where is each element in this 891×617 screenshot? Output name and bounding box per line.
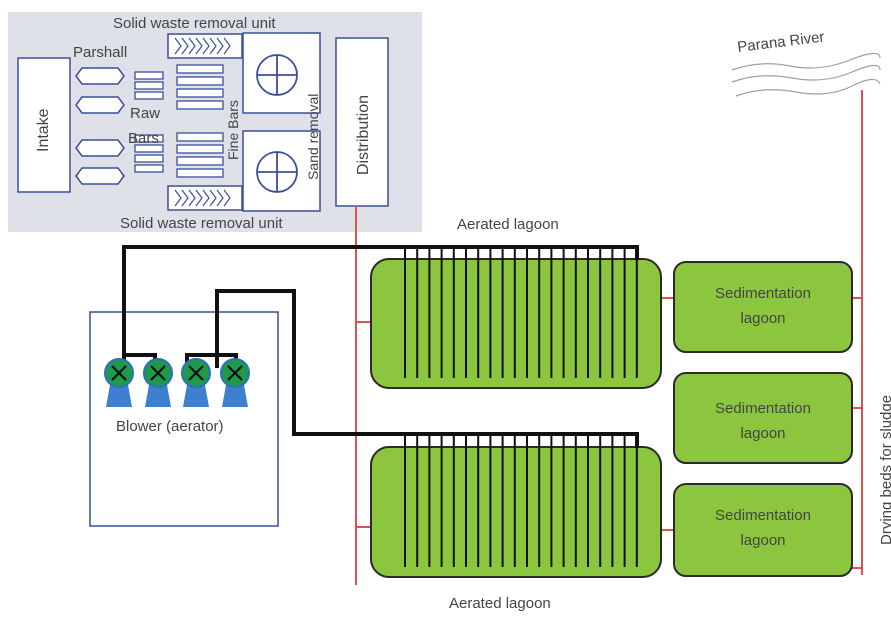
sedimentation-lagoon-1: Sedimentation lagoon (673, 261, 853, 353)
drying-beds-label: Drying beds for sludge (878, 395, 891, 545)
sand-removal-units (242, 32, 321, 212)
blower-1 (104, 358, 134, 407)
sedimentation-3-label-line2: lagoon (740, 532, 785, 549)
blower-enclosure (89, 311, 279, 527)
intake-label: Intake (35, 108, 52, 152)
fine-bars-label: Fine Bars (225, 100, 241, 160)
solid-waste-unit-bottom (167, 185, 243, 211)
aeration-pipes-bottom (404, 434, 638, 567)
parshall-flume-1 (75, 67, 125, 85)
distribution-box (335, 37, 389, 207)
air-header-bottom (215, 289, 639, 448)
sand-removal-rotor-icon (256, 54, 298, 193)
sedimentation-1-label-line1: Sedimentation (715, 285, 811, 302)
parshall-flume-2 (75, 96, 125, 114)
raw-bars (134, 71, 164, 173)
blower-2 (143, 358, 173, 407)
parana-river-label: Parana River (736, 28, 825, 56)
blower-4 (220, 358, 250, 407)
sedimentation-2-label-line1: Sedimentation (715, 400, 811, 417)
sand-removal-label: Sand removal (305, 94, 321, 180)
aerated-lagoon-top-label: Aerated lagoon (457, 216, 559, 233)
solid-waste-unit-top-label: Solid waste removal unit (113, 15, 276, 32)
raw-bars-label-line2: Bars (128, 130, 159, 147)
river-waves-icon (731, 52, 881, 97)
sedimentation-3-label-line1: Sedimentation (715, 507, 811, 524)
parshall-flumes (75, 67, 125, 185)
distribution-label: Distribution (355, 95, 372, 175)
aerated-lagoon-bottom (370, 446, 662, 578)
wastewater-pipes (355, 90, 863, 585)
sand-removal-chamber-bottom (242, 130, 321, 212)
aerated-lagoon-bottom-label: Aerated lagoon (449, 595, 551, 612)
intake-box (17, 57, 71, 193)
blower-label: Blower (aerator) (116, 418, 224, 435)
sedimentation-2-label-line2: lagoon (740, 425, 785, 442)
aeration-pipes-top (404, 247, 638, 378)
solid-waste-unit-top (167, 33, 243, 59)
sedimentation-lagoon-2: Sedimentation lagoon (673, 372, 853, 464)
parshall-flume-3 (75, 139, 125, 157)
air-header-top (122, 245, 639, 368)
parshall-label: Parshall (73, 44, 127, 61)
parshall-flume-4 (75, 167, 125, 185)
sedimentation-lagoon-3: Sedimentation lagoon (673, 483, 853, 577)
aerated-lagoon-top (370, 258, 662, 389)
blower-3 (181, 358, 211, 407)
raw-bars-label-line1: Raw (130, 105, 160, 122)
fine-bars (176, 64, 224, 178)
sedimentation-1-label-line2: lagoon (740, 310, 785, 327)
solid-waste-unit-bottom-label: Solid waste removal unit (120, 215, 283, 232)
blower-units (104, 358, 250, 407)
